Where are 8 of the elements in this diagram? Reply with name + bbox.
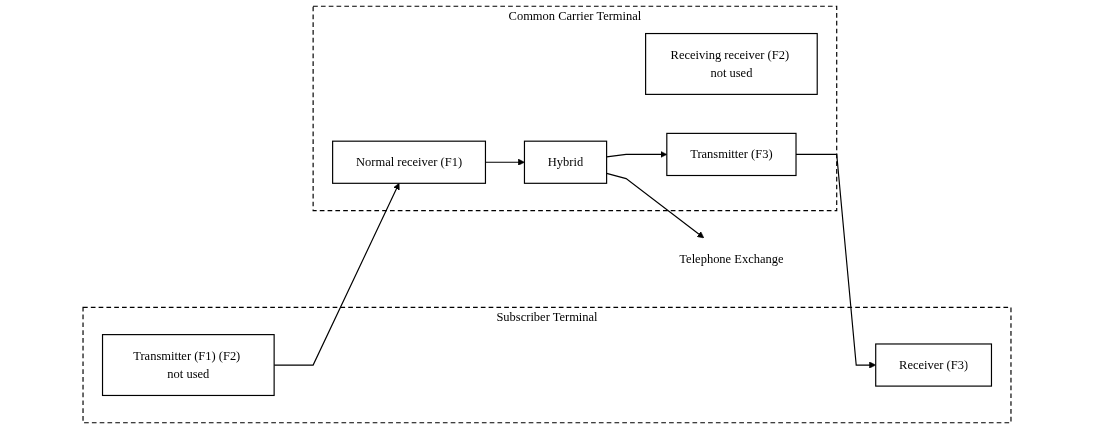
node-box: Receiver (F3) [875,343,993,387]
node-box: Transmitter (F1) (F2) not used [101,334,275,397]
node-box: Hybrid [523,140,608,184]
arrow [606,172,705,239]
node-box: Normal receiver (F1) [332,140,487,184]
node-text: Telephone Exchange [679,251,784,266]
node-box: Transmitter (F3) [666,132,797,177]
node-box: Receiving receiver (F2) not used [645,32,818,95]
